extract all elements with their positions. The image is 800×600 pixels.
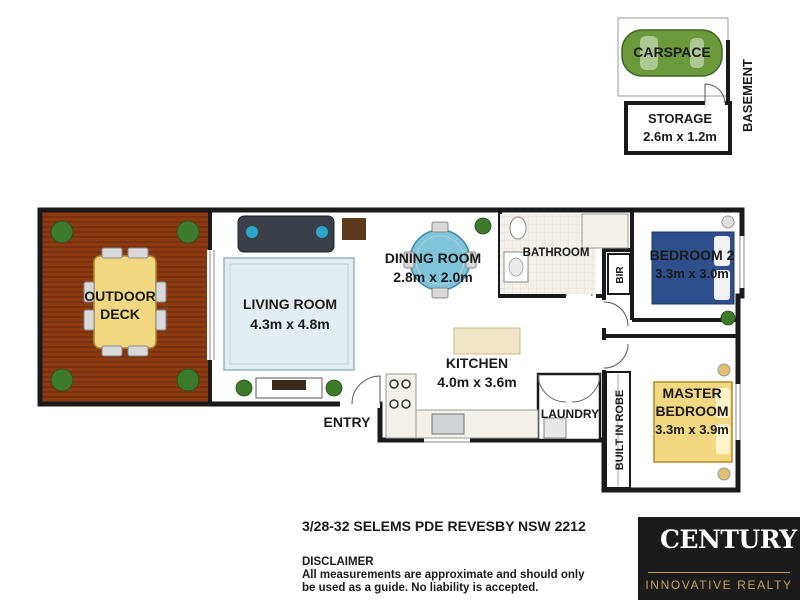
master-bed-furniture [653,363,733,481]
storage-size: 2.6m x 1.2m [643,129,717,144]
master-bedroom-name-2: BEDROOM [655,403,728,419]
laundry-label: LAUNDRY [541,407,599,421]
disclaimer-line-2: be used as a guide. No liability is acce… [302,582,539,594]
dining-room-name: DINING ROOM [385,250,481,266]
disclaimer: DISCLAIMER All measurements are approxim… [302,556,584,595]
logo-tagline: INNOVATIVE REALTY [645,578,793,592]
living-room-size: 4.3m x 4.8m [250,316,329,332]
master-bedroom-name-1: MASTER [662,385,721,401]
living-room-name: LIVING ROOM [243,296,337,312]
outdoor-deck-label-2: DECK [100,306,140,322]
kitchen-size: 4.0m x 3.6m [437,374,516,390]
kitchen-fixtures [385,327,567,439]
bathroom-fixtures [500,213,629,294]
disclaimer-line-1: All measurements are approximate and sho… [302,569,585,581]
bir-label: BIR [615,266,626,284]
property-address: 3/28-32 SELEMS PDE REVESBY NSW 2212 [302,518,586,534]
storage-name: STORAGE [648,111,712,126]
master-bedroom-size: 3.3m x 3.9m [655,422,729,437]
entry-label: ENTRY [324,414,372,430]
basement-area: CARSPACE STORAGE 2.6m x 1.2m BASEMENT [617,17,755,155]
dining-room-size: 2.8m x 2.0m [393,269,472,285]
storage-room [624,101,732,155]
plant-icons [50,217,736,397]
disclaimer-title: DISCLAIMER [302,556,374,568]
basement-label: BASEMENT [740,59,755,132]
logo-brand-num: 21 [799,525,800,554]
logo-brand-main: CENTURY [660,525,797,554]
century21-logo: CENTURY21 INNOVATIVE REALTY [638,517,800,600]
living-furniture [223,215,366,399]
carspace-label: CARSPACE [633,44,711,60]
car-icon [621,29,723,77]
bedroom2-name: BEDROOM 2 [650,247,735,263]
bathroom-name: BATHROOM [523,247,590,259]
bedroom2-furniture [651,215,735,305]
dining-table-icon [403,221,477,299]
deck-furniture [83,247,167,357]
outdoor-deck-label-1: OUTDOOR [84,288,156,304]
room-labels: OUTDOOR DECK LIVING ROOM 4.3m x 4.8m DIN… [84,247,734,470]
bedroom2-size: 3.3m x 3.0m [655,266,729,281]
built-in-robe-label: BUILT IN ROBE [614,390,626,470]
kitchen-name: KITCHEN [446,355,508,371]
